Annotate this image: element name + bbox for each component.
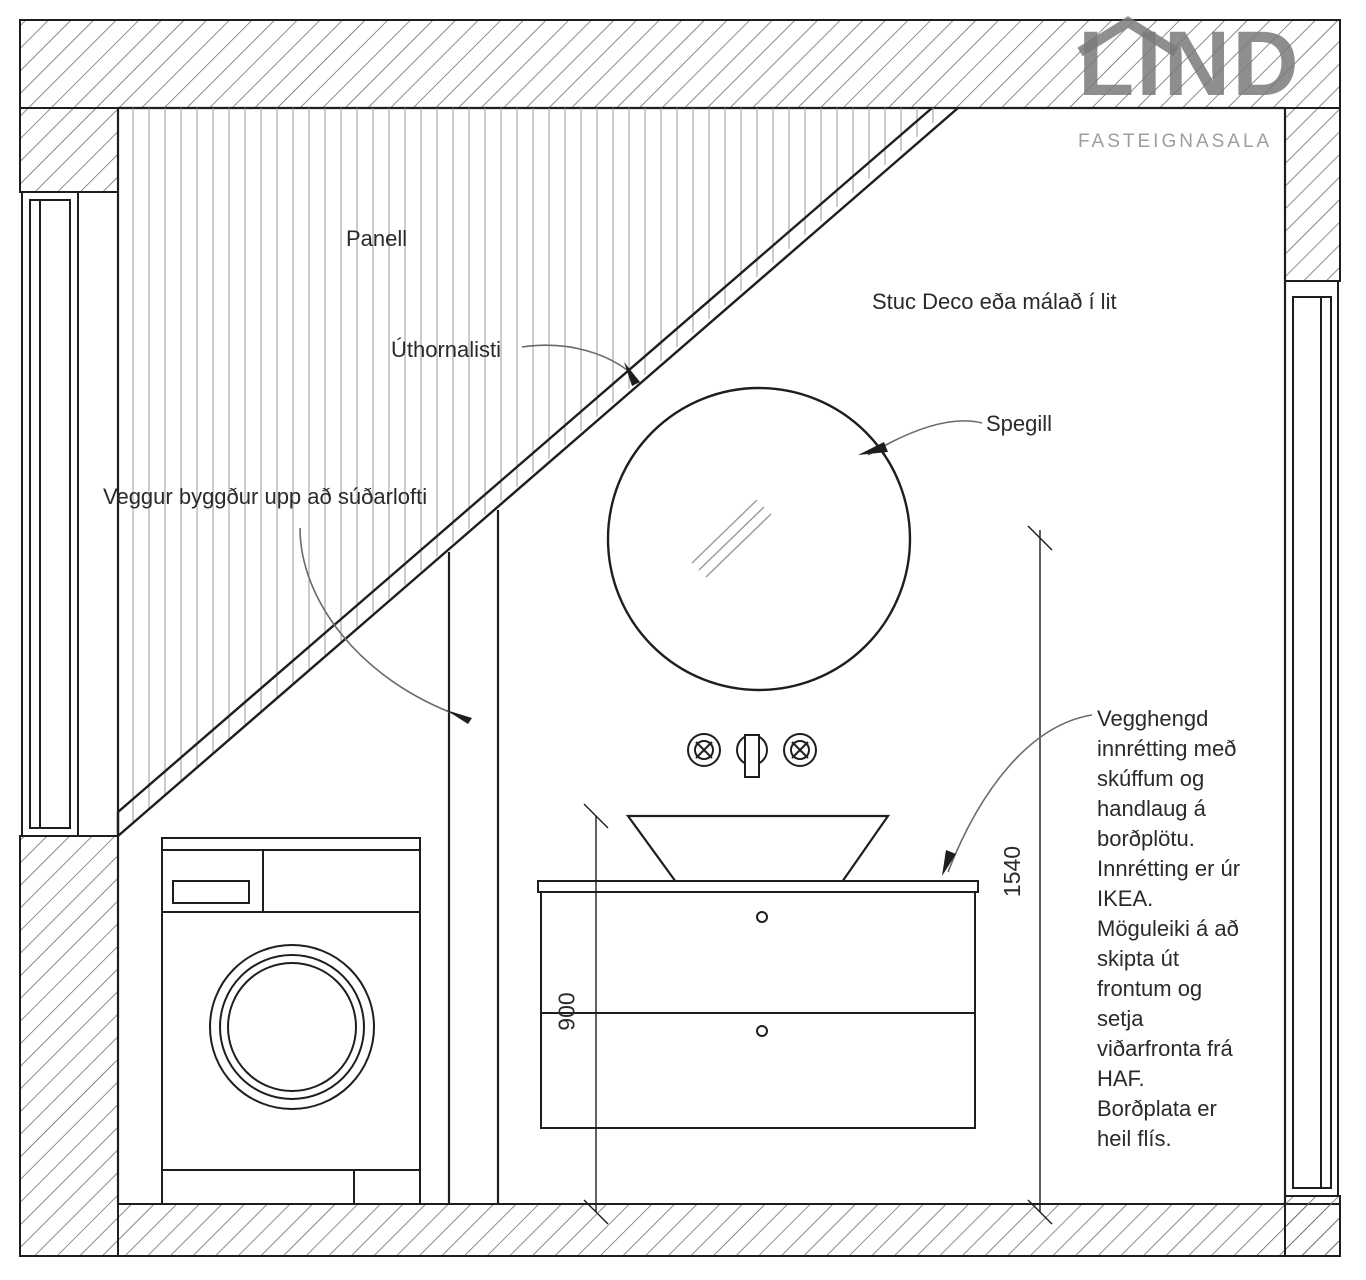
cabinet-height-dimension: 900	[553, 992, 580, 1031]
built-wall-label: Veggur byggður upp að súðarlofti	[103, 484, 428, 509]
wall-panel-lines	[132, 108, 934, 836]
note-line: viðarfronta frá	[1097, 1036, 1233, 1061]
note-line: IKEA.	[1097, 886, 1154, 911]
note-line: frontum og	[1097, 976, 1203, 1001]
note-line: Vegghengd	[1097, 706, 1209, 731]
note-line: setja	[1097, 1006, 1144, 1031]
note-line: Möguleiki á að	[1097, 916, 1239, 941]
note-line: handlaug á	[1097, 796, 1206, 821]
washing-machine	[161, 837, 421, 1205]
right-window-frame	[1284, 280, 1339, 1197]
faucet	[687, 733, 817, 778]
note-line: heil flís.	[1097, 1126, 1172, 1151]
wall-hatching	[19, 19, 1341, 1257]
note-line: Innrétting er úr	[1097, 856, 1241, 881]
mirror-height-dimension: 1540	[999, 845, 1026, 898]
leader-arrowheads	[446, 362, 956, 876]
partition-wall	[447, 510, 500, 1204]
panel-label: Panell	[346, 226, 408, 251]
note-line: innrétting með	[1097, 736, 1237, 761]
leader-lines	[299, 344, 1093, 873]
cabinet-note: Vegghengd innrétting með skúffum og hand…	[1097, 704, 1240, 1154]
logo-wordmark: LIND	[1078, 13, 1301, 115]
mirror-label: Spegill	[986, 411, 1053, 436]
sloped-ceiling-trim	[116, 107, 959, 837]
note-line: skúffum og	[1097, 766, 1205, 791]
dimension-lines	[583, 525, 1053, 1225]
note-line: borðplötu.	[1097, 826, 1195, 851]
note-line: HAF.	[1097, 1066, 1145, 1091]
logo-house-icon	[1077, 16, 1179, 57]
note-line: Borðplata er	[1097, 1096, 1217, 1121]
corner-trim-label: Úthornalisti	[391, 337, 502, 362]
vessel-sink	[625, 814, 891, 884]
round-mirror	[606, 386, 912, 692]
logo-subtitle: FASTEIGNASALA	[1078, 131, 1273, 152]
vanity-cabinet	[537, 880, 979, 1129]
room-outline	[116, 106, 1287, 1204]
left-window-frame	[21, 191, 79, 837]
note-line: skipta út	[1097, 946, 1179, 971]
wall-finish-label: Stuc Deco eða málað í lit	[872, 289, 1117, 314]
